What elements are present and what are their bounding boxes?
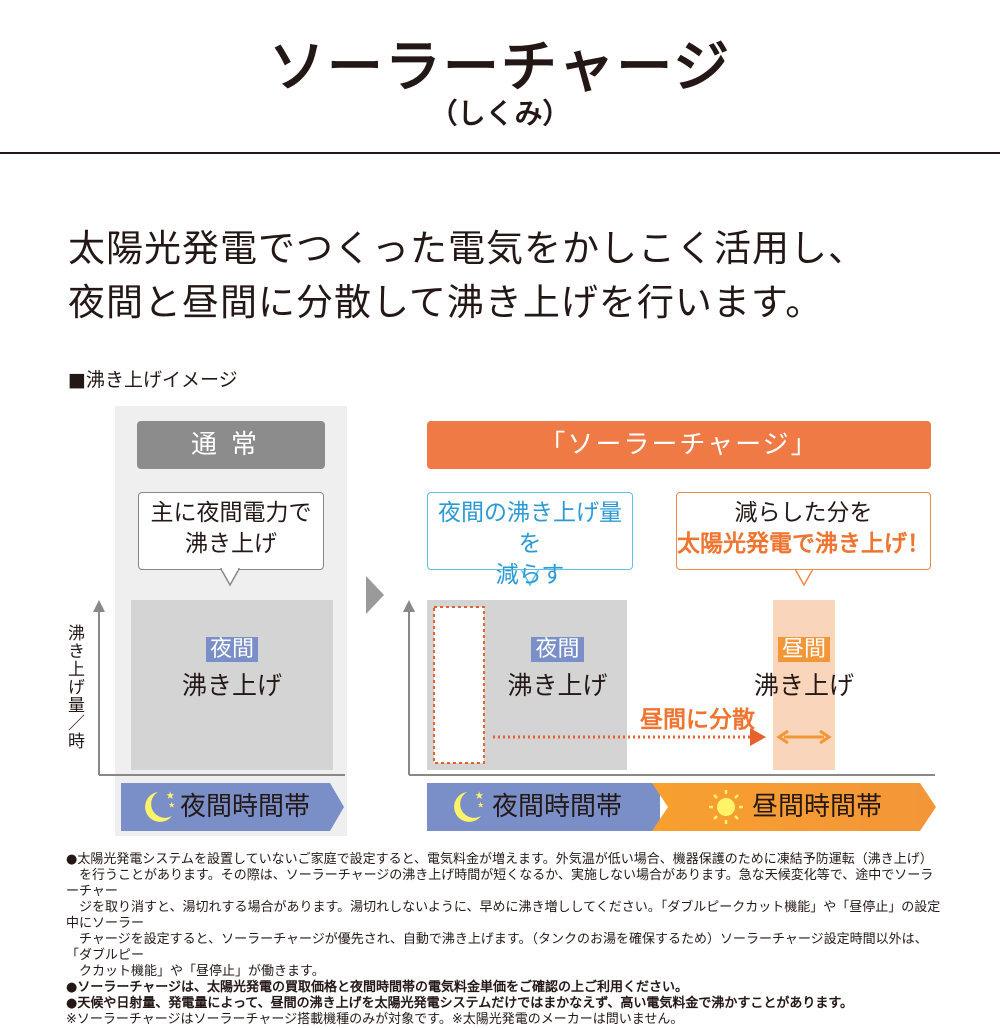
diagram-graphics <box>93 567 936 831</box>
orange-bubble-pointer <box>793 567 815 587</box>
solar-day-band <box>652 783 936 831</box>
solar-boil-line1: 減らした分を <box>734 500 873 526</box>
normal-axes <box>93 600 345 776</box>
normal-night-fill <box>131 600 333 770</box>
solar-night-tag: 夜間 <box>531 637 584 662</box>
sun-icon <box>709 790 743 824</box>
reduced-portion <box>433 606 485 764</box>
solar-boil-bubble: 減らした分を 太陽光発電で沸き上げ！ <box>676 492 931 570</box>
shift-label: 昼間に分散 <box>640 707 755 733</box>
note-line: クカット機能」や「昼停止」が働きます。 <box>66 964 325 979</box>
solar-charge-header: 「ソーラーチャージ」 <box>427 421 931 469</box>
y-axis-label: 沸き上げ量／時 <box>64 624 84 750</box>
normal-night-tag: 夜間 <box>205 637 258 662</box>
normal-bubble-line1: 主に夜間電力で <box>150 500 312 526</box>
lead-line-2: 夜間と昼間に分散して沸き上げを行います。 <box>68 281 824 324</box>
reduce-night-bubble: 夜間の沸き上げ量を 減らす <box>427 492 633 588</box>
diagram-caption: ■沸き上げイメージ <box>68 369 238 391</box>
note-line: を行うことがあります。その際は、ソーラーチャージの沸き上げ時間が短くなるか、実施… <box>66 868 934 899</box>
double-arrow-icon <box>776 729 832 745</box>
solar-boil-line2: 太陽光発電で沸き上げ！ <box>677 531 930 557</box>
note-line: ●太陽光発電システムを設置していないご家庭で設定すると、電気料金が増えます。外気… <box>66 852 933 867</box>
normal-header: 通常 <box>137 421 325 469</box>
shift-arrow <box>493 728 766 746</box>
arrow-right-icon <box>366 576 384 614</box>
reduce-night-line2: 減らす <box>495 562 565 588</box>
page-title: ソーラーチャージ <box>268 35 732 100</box>
moon-stars-icon <box>145 791 175 822</box>
note-bold-line: ●ソーラーチャージは、太陽光発電の買取価格と夜間時間帯の電気料金単価をご確認の上… <box>66 980 688 995</box>
title-divider <box>0 152 1000 154</box>
solar-night-band-label: 夜間時間帯 <box>492 792 623 822</box>
normal-bubble-pointer <box>219 567 241 587</box>
normal-night-band <box>121 783 344 831</box>
normal-bubble: 主に夜間電力で 沸き上げ <box>138 492 324 570</box>
note-last-line: ※ソーラーチャージはソーラーチャージ搭載機種のみが対象です。※太陽光発電のメーカ… <box>66 1012 684 1027</box>
solar-night-band <box>427 783 660 831</box>
reduce-night-line1: 夜間の沸き上げ量を <box>438 500 622 557</box>
note-bold-line: ●天候や日射量、発電量によって、昼間の沸き上げを太陽光発電システムだけではまかな… <box>66 996 854 1011</box>
note-line: チャージを設定すると、ソーラーチャージが優先され、自動で沸き上げます。（タンクの… <box>66 932 928 963</box>
moon-stars-icon <box>454 791 484 822</box>
solar-day-tag: 昼間 <box>777 637 830 662</box>
footnotes: ●太陽光発電システムを設置していないご家庭で設定すると、電気料金が増えます。外気… <box>66 852 946 1028</box>
lead-line-1: 太陽光発電でつくった電気をかしこく活用し、 <box>68 227 866 270</box>
normal-band-label: 夜間時間帯 <box>180 792 311 822</box>
solar-night-fill-label: 沸き上げ <box>507 671 608 700</box>
normal-bubble-line2: 沸き上げ <box>185 531 277 557</box>
solar-day-fill-label: 沸き上げ <box>753 671 854 700</box>
normal-fill-label: 沸き上げ <box>181 671 282 700</box>
solar-day-band-label: 昼間時間帯 <box>752 792 883 822</box>
page-subtitle: （しくみ） <box>429 97 571 130</box>
note-line: ジを取り消すと、湯切れする場合があります。湯切れしないように、早めに沸き増しして… <box>66 900 941 931</box>
solar-axes <box>403 600 935 776</box>
